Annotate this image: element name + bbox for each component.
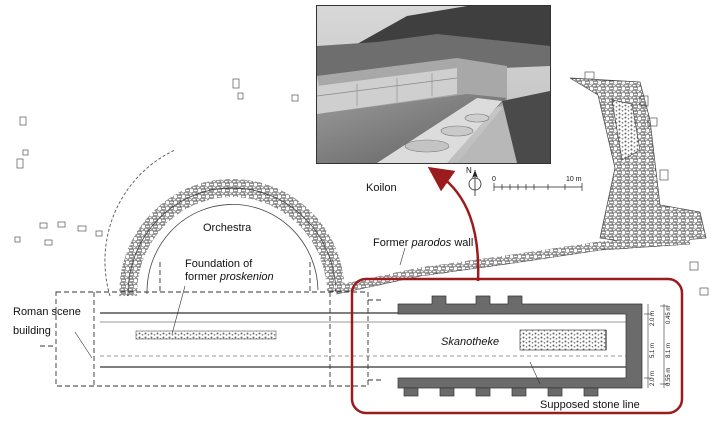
north-arrow-icon: [468, 170, 482, 196]
label-leader-lines: [74, 247, 541, 385]
scale-bar: [493, 183, 583, 191]
scale-start: 0: [492, 176, 496, 183]
label-supposed-stone-line: Supposed stone line: [540, 399, 640, 411]
dim-right-3: 0.55 m: [666, 367, 672, 386]
label-skanotheke: Skanotheke: [441, 336, 500, 348]
dim-left-2: 5.1 m: [650, 342, 656, 358]
dim-right-1: 0.45 m: [666, 305, 672, 324]
skanotheke: [397, 295, 643, 397]
dim-left-3: 2.0 m: [650, 370, 656, 386]
label-koilon: Koilon: [366, 182, 397, 194]
proskenion-foundation: [135, 330, 277, 340]
highlight-frame: [350, 277, 684, 415]
orchestra-ring: [104, 149, 345, 297]
ruins-left: [14, 78, 299, 246]
north-label: N: [466, 166, 472, 175]
label-foundation-proskenion: Foundation of former proskenion: [185, 258, 274, 283]
dim-left-1: 2.0 m: [650, 310, 656, 326]
dim-right-2: 8.1 m: [666, 342, 672, 358]
site-photograph: [316, 5, 551, 164]
ruins-right-detail: [584, 71, 709, 296]
photo-pointer-arrow: [427, 166, 480, 282]
label-former-parodos-wall: Former parodos wall: [373, 237, 474, 249]
roman-scene-building: [40, 262, 383, 387]
ruins-right: [569, 77, 707, 245]
label-roman-scene-building: Roman scene building: [13, 306, 81, 337]
scale-end: 10 m: [566, 176, 582, 183]
dimension-lines: [644, 304, 668, 388]
label-orchestra: Orchestra: [203, 222, 252, 234]
